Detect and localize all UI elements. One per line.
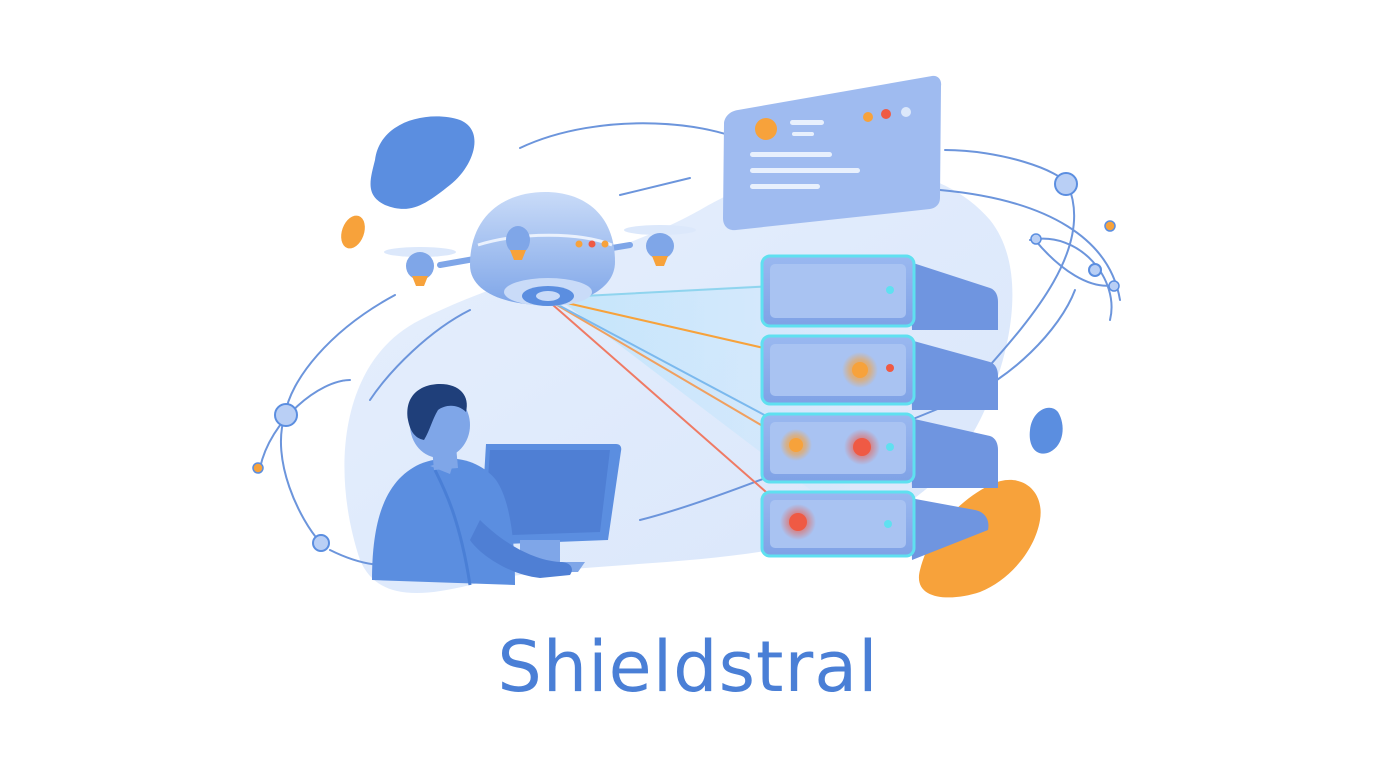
orbit-node-4 (1030, 233, 1042, 245)
person-at-computer (372, 384, 622, 586)
network-orbit-lines (259, 122, 1121, 567)
orbit-node-7 (252, 462, 264, 474)
orbit-node-1 (1054, 172, 1078, 196)
brand-title: Shieldstral (497, 626, 879, 708)
orbit-node-8 (312, 534, 330, 552)
orbit-node-3 (1104, 220, 1116, 232)
orbit-node-5 (1108, 280, 1120, 292)
decor-blob-blue-topleft (370, 116, 475, 209)
dashboard-window-icon (723, 75, 942, 231)
orbit-node-6 (274, 403, 298, 427)
drone-icon (384, 192, 696, 306)
decor-blob-orange-small (341, 215, 365, 249)
orbit-node-2 (1088, 263, 1102, 277)
server-rack-icon (760, 254, 998, 560)
decor-blob-orange-bottomright (918, 479, 1041, 598)
decor-blob-blue-right (1029, 407, 1063, 454)
